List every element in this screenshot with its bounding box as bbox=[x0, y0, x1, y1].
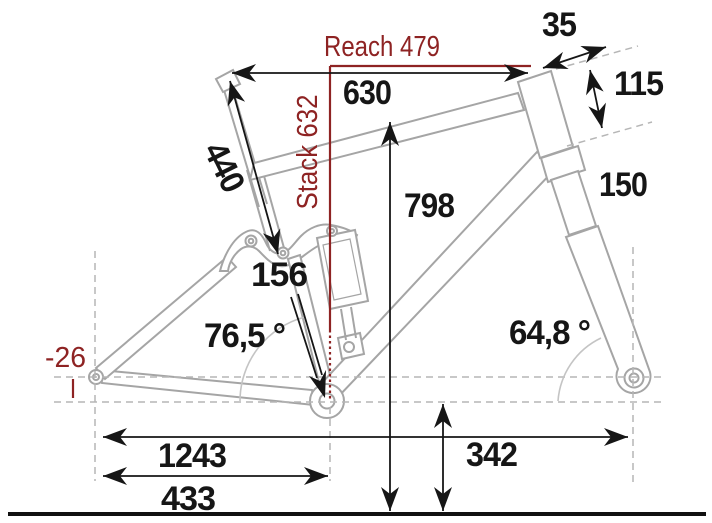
chainstay-label: 433 bbox=[161, 480, 215, 518]
shock-shaft-right bbox=[350, 306, 357, 339]
dim-stem-spacer bbox=[542, 46, 607, 69]
standover-label: 798 bbox=[404, 187, 454, 225]
dim-seat-tube bbox=[227, 80, 281, 255]
fork-travel-label: 150 bbox=[599, 166, 647, 204]
fork-lower-leg bbox=[564, 224, 652, 395]
wheelbase-label: 1243 bbox=[158, 437, 226, 475]
reach-label: Reach 479 bbox=[324, 31, 440, 63]
dimension-arrows bbox=[103, 46, 628, 511]
top-tube-label: 630 bbox=[343, 74, 391, 112]
dim-rear-travel-arrowhead bbox=[309, 370, 326, 398]
stem-spacer-label: 35 bbox=[542, 6, 576, 44]
fork-stanchion bbox=[549, 169, 598, 237]
dim-rear-travel-shaft-left bbox=[290, 296, 318, 379]
head-tube-label: 115 bbox=[614, 65, 663, 103]
rear-travel-label: 156 bbox=[251, 256, 307, 294]
bottom-bracket-inner bbox=[318, 392, 336, 410]
dim-rear-travel-shaft-right bbox=[297, 293, 323, 376]
head-angle-label: 64,8 ° bbox=[509, 314, 590, 352]
bb-height-label: 342 bbox=[466, 436, 517, 474]
seat-angle-arc bbox=[239, 316, 306, 402]
head-tube-bottom-dashed bbox=[566, 121, 653, 147]
shock-shaft-left bbox=[340, 308, 347, 341]
front-axle-inner bbox=[628, 372, 640, 384]
bike-frame bbox=[88, 68, 652, 419]
shock-body bbox=[315, 228, 370, 311]
shock-eyelet bbox=[343, 341, 355, 353]
seat-tube-label: 440 bbox=[196, 136, 252, 198]
bb-drop-label: -26 bbox=[45, 342, 86, 374]
pivot-seatstay-inner bbox=[279, 249, 287, 257]
head-tube bbox=[516, 69, 575, 160]
seat-angle-label: 76,5 ° bbox=[204, 317, 285, 355]
pivot-main-inner bbox=[247, 237, 255, 245]
chainstay-tube bbox=[98, 368, 316, 407]
head-angle-arc bbox=[557, 337, 602, 402]
stack-label: Stack 632 bbox=[292, 95, 324, 210]
dim-head-tube bbox=[586, 69, 606, 129]
